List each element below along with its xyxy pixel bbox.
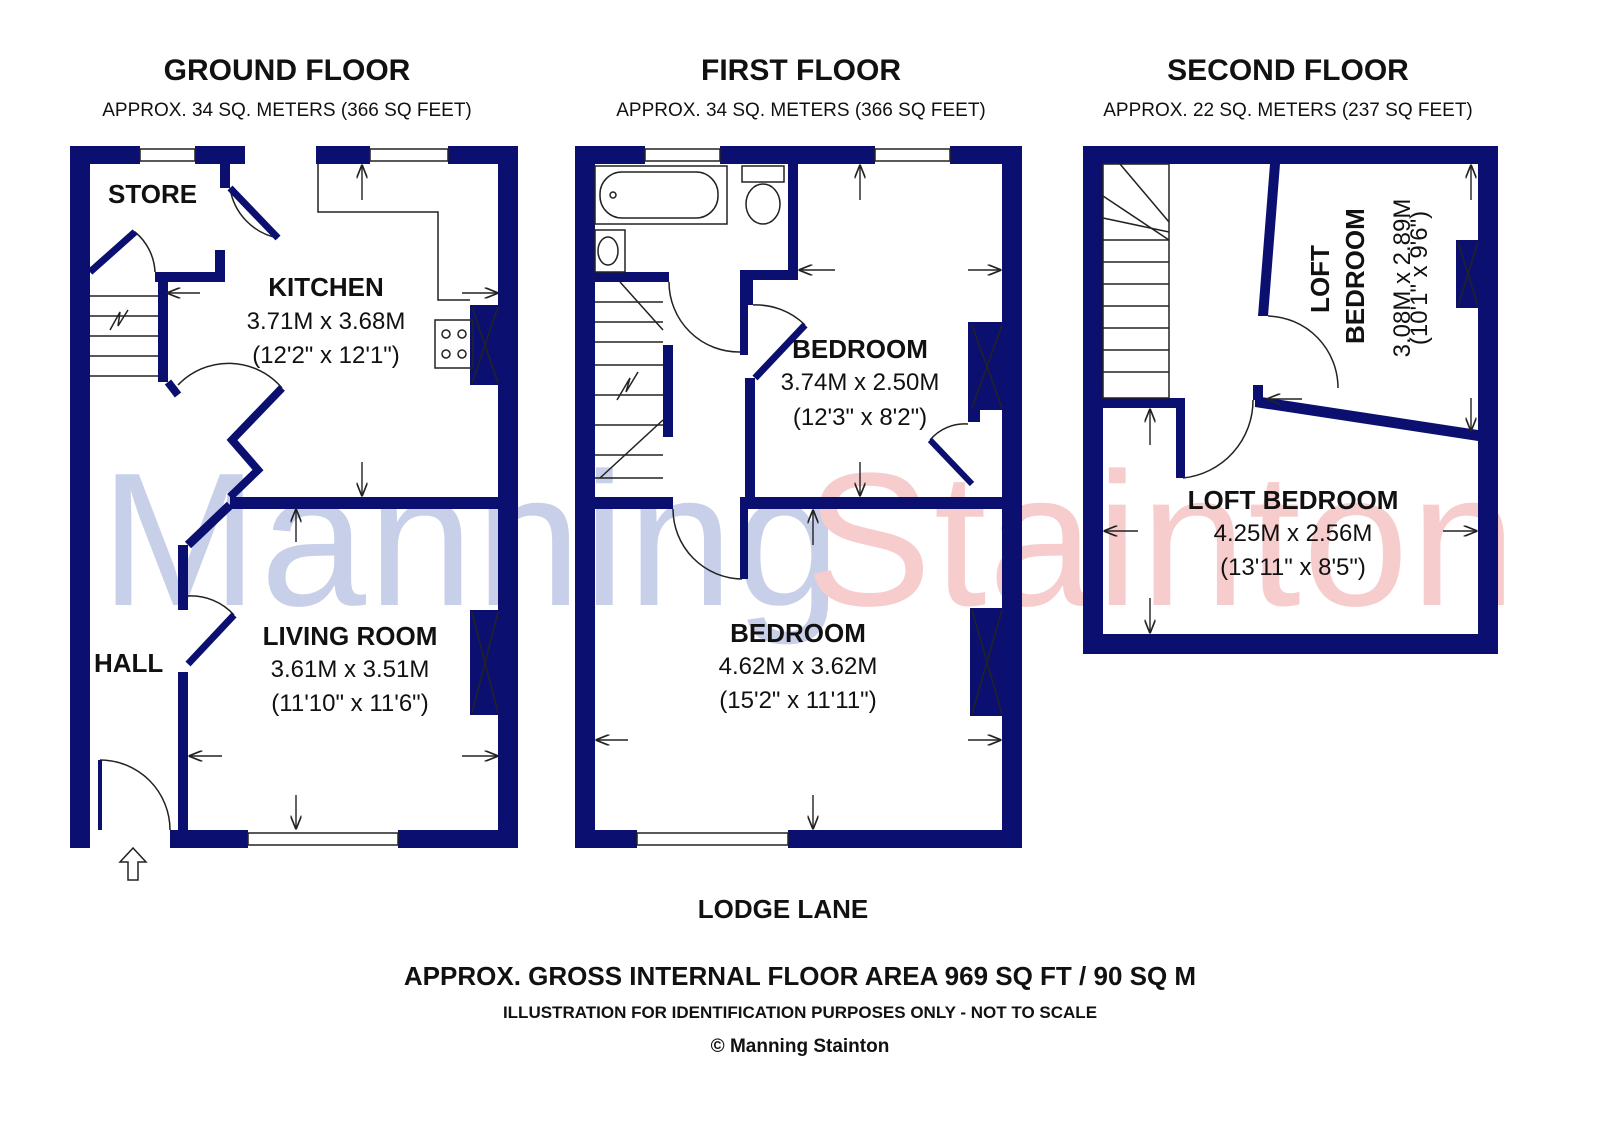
second-floor-title: SECOND FLOOR <box>1167 54 1409 87</box>
first-floor-lines <box>594 148 1003 846</box>
second-floor-lines <box>1102 163 1479 479</box>
first-floor-title: FIRST FLOOR <box>701 54 901 87</box>
loft-bedroom-metric: 4.25M x 2.56M <box>1213 520 1373 547</box>
loft-bedroom-rotated-line1: LOFT <box>1305 245 1335 313</box>
living-room-imperial: (11'10" x 11'6") <box>271 690 429 717</box>
second-floor-area: APPROX. 22 SQ. METERS (237 SQ FEET) <box>1103 100 1473 121</box>
watermark-stainton: Stainton <box>805 434 1519 646</box>
store-label: STORE <box>108 179 198 209</box>
loft-bedroom-imperial: (13'11" x 8'5") <box>1220 554 1366 581</box>
gross-area-text: APPROX. GROSS INTERNAL FLOOR AREA 969 SQ… <box>403 961 1197 991</box>
first-floor-walls <box>575 146 1022 848</box>
bedroom-small-label: BEDROOM <box>792 334 928 364</box>
bedroom-large-label: BEDROOM <box>730 618 866 648</box>
first-floor-area: APPROX. 34 SQ. METERS (366 SQ FEET) <box>616 100 986 121</box>
bedroom-large-metric: 4.62M x 3.62M <box>718 653 878 680</box>
second-floor-walls <box>1083 146 1498 654</box>
loft-bedroom-rotated-line2: BEDROOM <box>1340 208 1370 344</box>
kitchen-imperial: (12'2" x 12'1") <box>252 342 400 369</box>
loft-bedroom-label: LOFT BEDROOM <box>1187 485 1399 515</box>
kitchen-label: KITCHEN <box>268 272 384 302</box>
bedroom-large-imperial: (15'2" x 11'11") <box>719 687 877 714</box>
ground-floor-area: APPROX. 34 SQ. METERS (366 SQ FEET) <box>102 100 472 121</box>
disclaimer-text: ILLUSTRATION FOR IDENTIFICATION PURPOSES… <box>502 1003 1098 1022</box>
bedroom-small-metric: 3.74M x 2.50M <box>780 369 940 396</box>
ground-floor-lines <box>87 148 499 846</box>
first-floor-dim-arrows <box>597 166 1000 828</box>
ground-floor-walls <box>70 146 518 848</box>
watermark-manning: Manning <box>100 434 843 646</box>
street-label: LODGE LANE <box>697 894 869 924</box>
ground-floor-dim-arrows <box>168 166 497 828</box>
living-room-metric: 3.61M x 3.51M <box>270 656 430 683</box>
living-room-label: LIVING ROOM <box>262 621 438 651</box>
bedroom-small-imperial: (12'3" x 8'2") <box>792 404 928 431</box>
copyright-text: © Manning Stainton <box>710 1036 890 1057</box>
ground-floor-title: GROUND FLOOR <box>163 54 411 87</box>
hall-label: HALL <box>94 648 164 678</box>
entrance-arrow-icon <box>118 846 148 881</box>
kitchen-metric: 3.71M x 3.68M <box>246 308 406 335</box>
second-floor-dim-arrows <box>1105 166 1476 632</box>
loft-bedroom-rotated-imperial: (10'1" x 9'6") <box>1406 210 1433 346</box>
